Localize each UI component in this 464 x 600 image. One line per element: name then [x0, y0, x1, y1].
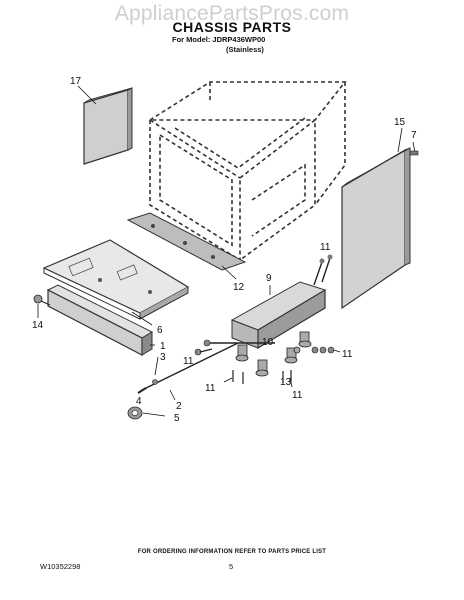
callout-3: 3 [160, 352, 166, 363]
callout-11-top: 11 [320, 242, 331, 253]
part-11-screws-left [194, 348, 213, 356]
part-2-rod [141, 342, 239, 391]
document-number: W10352298 [40, 562, 81, 571]
callout-17: 17 [70, 76, 82, 87]
part-5-nut [127, 406, 143, 420]
part-14-screw [33, 294, 51, 318]
part-10-rod [203, 339, 275, 347]
callout-12: 12 [233, 282, 245, 293]
page-title: CHASSIS PARTS [172, 19, 292, 35]
part-11-screws-top [313, 254, 333, 286]
callout-6: 6 [157, 325, 163, 336]
part-11-screws-right [311, 346, 335, 354]
part-17-panel [83, 87, 133, 165]
callout-9: 9 [266, 273, 272, 284]
part-7-screw [409, 141, 419, 156]
ordering-note: FOR ORDERING INFORMATION REFER TO PARTS … [137, 549, 327, 555]
part-11-screws-bottom [232, 370, 292, 384]
part-4-pin [137, 387, 147, 394]
part-12-rail [126, 212, 247, 271]
callout-10: 10 [262, 337, 274, 348]
callout-11-left: 11 [183, 356, 194, 367]
callout-5: 5 [174, 413, 180, 424]
callout-11-right: 11 [342, 349, 353, 360]
callout-15: 15 [394, 117, 406, 128]
oven-cavity-outline [147, 81, 347, 262]
part-1-kick-plate [46, 284, 154, 356]
callout-11-bottom-left: 11 [205, 383, 216, 394]
page-number: 5 [229, 562, 234, 571]
callout-11-bottom-right: 11 [292, 390, 303, 401]
part-3-connector [152, 379, 158, 385]
callout-4: 4 [136, 396, 142, 407]
base-plate [42, 239, 190, 320]
callout-2: 2 [176, 401, 182, 412]
part-13-leveling-legs [235, 331, 312, 377]
callout-7: 7 [411, 130, 417, 141]
callout-13: 13 [280, 377, 292, 388]
part-9-bracket [230, 281, 327, 350]
watermark: AppliancePartsPros.com [114, 2, 350, 25]
finish-line: (Stainless) [226, 45, 264, 54]
part-15-side-panel [341, 147, 411, 310]
model-line: For Model: JDRP436WP00 [172, 35, 266, 44]
callout-1: 1 [160, 341, 166, 352]
callout-14: 14 [32, 320, 44, 331]
